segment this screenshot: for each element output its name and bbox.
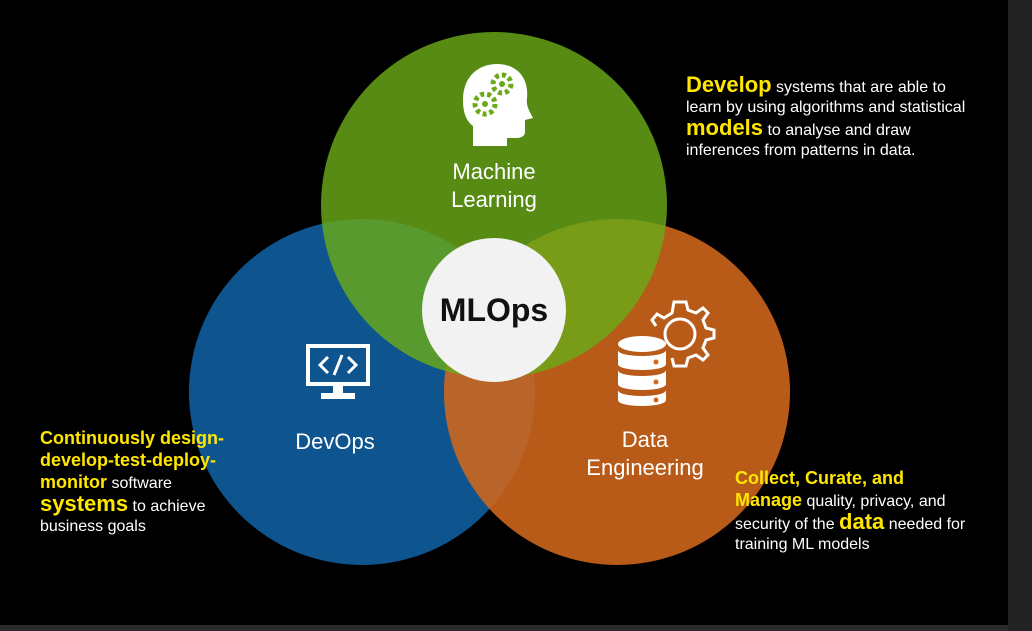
scrollbar[interactable]	[1008, 0, 1032, 631]
devops-desc-continuously: Continuously design-develop-test-deploy-…	[40, 428, 224, 492]
bottom-border	[0, 625, 1008, 631]
de-label-line2: Engineering	[586, 455, 704, 480]
ml-desc-text2: to analyse and draw inferences from patt…	[686, 122, 916, 159]
de-desc-text2: needed for training ML models	[735, 516, 966, 553]
ml-desc-models: models	[686, 115, 764, 140]
data-engineering-label: Data Engineering	[560, 426, 730, 482]
ml-label-line2: Learning	[451, 187, 537, 212]
database-gear-icon	[618, 300, 716, 406]
de-desc-collect: Collect, Curate, and Manage	[735, 468, 905, 510]
devops-desc-text1: software	[107, 475, 172, 492]
ml-description: Develop systems that are able to learn b…	[686, 72, 982, 161]
code-monitor-icon	[306, 344, 370, 399]
devops-desc-systems: systems	[40, 491, 129, 516]
head-gears-icon	[463, 64, 533, 146]
devops-desc-text2: to achieve business goals	[40, 498, 206, 535]
mlops-label: MLOps	[439, 292, 549, 328]
de-label-line1: Data	[621, 427, 669, 452]
machine-learning-circle	[321, 32, 667, 378]
ml-desc-text1: systems that are able to learn by using …	[686, 79, 966, 116]
devops-description: Continuously design-develop-test-deploy-…	[40, 428, 252, 537]
mlops-center-circle	[422, 238, 566, 382]
ml-label-line1: Machine	[452, 159, 536, 184]
devops-label: DevOps	[295, 429, 375, 454]
de-description: Collect, Curate, and Manage quality, pri…	[735, 468, 975, 555]
de-desc-text1: quality, privacy, and security of the	[735, 493, 946, 533]
ml-desc-develop: Develop	[686, 72, 772, 97]
venn-diagram	[189, 32, 790, 565]
machine-learning-label: Machine Learning	[404, 158, 584, 214]
slide: MLOps Machine Learning DevOps	[40, 32, 982, 565]
de-desc-data: data	[839, 509, 885, 534]
